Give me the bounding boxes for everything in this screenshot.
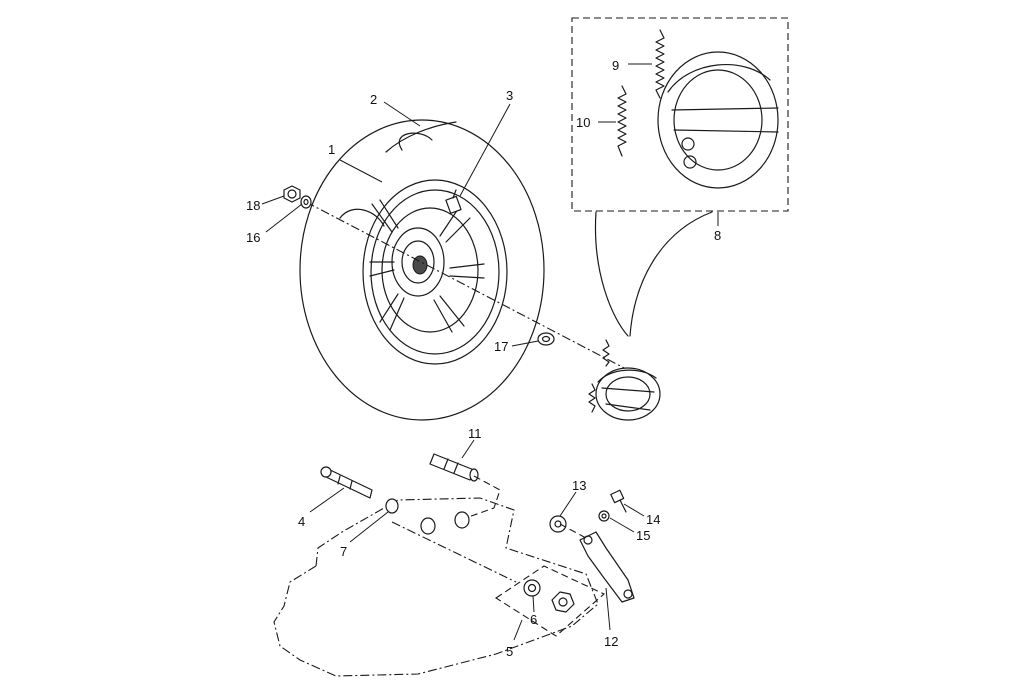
callout-line: [629, 211, 713, 337]
case-holes: [420, 511, 470, 535]
wheel-rim[interactable]: [339, 179, 508, 365]
callout-label-3[interactable]: 3: [506, 88, 513, 103]
callout-label-7[interactable]: 7: [340, 544, 347, 559]
callout-label-9[interactable]: 9: [612, 58, 619, 73]
callout-label-8[interactable]: 8: [714, 228, 721, 243]
brake-shoe-large[interactable]: [657, 51, 779, 189]
dowel-pin-7[interactable]: [385, 498, 399, 514]
camshaft-guide-line: [459, 475, 501, 521]
nut-5[interactable]: [551, 591, 575, 613]
brake-shoe-small[interactable]: [595, 367, 661, 421]
callout-label-6[interactable]: 6: [530, 612, 537, 627]
spring-10[interactable]: [617, 85, 627, 157]
callout-label-17[interactable]: 17: [494, 339, 508, 354]
callout-labels: 1 2 3 4 5 6 7 8 9 10 11 12 13 14 15 16 1…: [246, 58, 721, 659]
callout-label-10[interactable]: 10: [576, 115, 590, 130]
seal-kit-box: [494, 565, 605, 637]
callout-label-18[interactable]: 18: [246, 198, 260, 213]
spring-9[interactable]: [655, 29, 665, 99]
crankcase-outline: [273, 497, 599, 677]
washer-15[interactable]: [598, 510, 610, 522]
axle-centerline: [305, 201, 629, 371]
leader-lines: [261, 63, 719, 641]
callout-label-13[interactable]: 13: [572, 478, 586, 493]
callout-label-4[interactable]: 4: [298, 514, 305, 529]
crankcase-inner-edge: [391, 521, 517, 583]
bolt-14[interactable]: [610, 489, 627, 513]
spring-small-lower[interactable]: [588, 383, 596, 413]
callout-label-16[interactable]: 16: [246, 230, 260, 245]
callout-label-15[interactable]: 15: [636, 528, 650, 543]
detail-box-brake-shoes: [571, 17, 789, 212]
callout-label-1[interactable]: 1: [328, 142, 335, 157]
callout-line: [594, 211, 629, 337]
indicator-plate-13[interactable]: [549, 515, 567, 533]
spacer-17[interactable]: [537, 332, 555, 346]
callout-label-5[interactable]: 5: [506, 644, 513, 659]
callout-label-14[interactable]: 14: [646, 512, 660, 527]
shaft-4[interactable]: [320, 466, 373, 499]
washer-16[interactable]: [300, 195, 312, 209]
spring-small-upper[interactable]: [602, 339, 610, 367]
callout-label-12[interactable]: 12: [604, 634, 618, 649]
oil-seal-6[interactable]: [523, 579, 541, 597]
lever-guide-line: [559, 523, 587, 539]
lever-12[interactable]: [579, 531, 635, 603]
callout-label-11[interactable]: 11: [468, 426, 482, 441]
nut-18[interactable]: [283, 185, 301, 203]
valve[interactable]: [445, 189, 462, 214]
camshaft-11[interactable]: [429, 453, 479, 482]
callout-label-2[interactable]: 2: [370, 92, 377, 107]
